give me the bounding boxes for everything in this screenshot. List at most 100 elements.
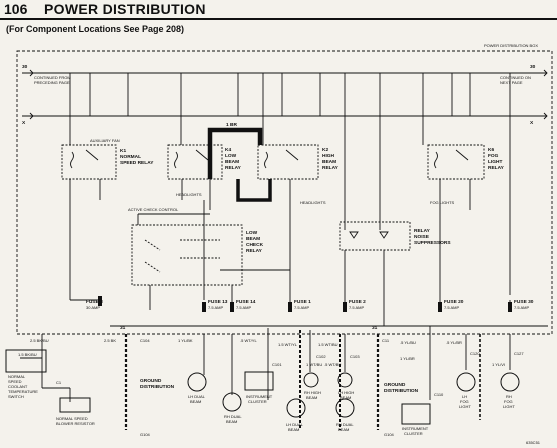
connector-c103: C103	[350, 354, 360, 359]
fuse-20-name: FUSE 20	[444, 299, 464, 305]
lh-dual-beam2-line1: LH DUAL	[286, 422, 304, 427]
lh-dual-beam-lamp-2	[286, 398, 306, 418]
noise-line3: SUPPRESSORS	[414, 240, 451, 246]
connector-c11a: C11	[382, 338, 390, 343]
subtitle: (For Component Locations See Page 208)	[6, 24, 185, 34]
headlights-label-2: HEADLIGHTS	[300, 200, 326, 205]
lh-fog-line1: LH	[462, 394, 467, 399]
noise-line1: RELAY	[414, 228, 431, 234]
bus-31-label-right: 31	[372, 325, 378, 331]
temp-switch-line3: COOLANT	[8, 384, 28, 389]
check-relay-line4: RELAY	[246, 248, 263, 254]
temp-switch-line4: TEMPERATURE	[8, 389, 38, 394]
ground-dist-line1: GROUND	[140, 378, 162, 384]
ground-g104-right: G104	[384, 432, 395, 437]
fuse-2-name: FUSE 2	[349, 299, 366, 305]
connector-c120: C120	[470, 351, 480, 356]
bus-x-label-left: X	[22, 120, 26, 126]
lh-high-beam-line1: LH HIGH	[338, 390, 354, 395]
page-code: 635C51	[526, 440, 541, 445]
blower-line2: BLOWER RESISTOR	[56, 421, 95, 426]
relay-k1-line3: SPEED RELAY	[120, 160, 154, 166]
cluster-line1: INSTRUMENT	[246, 394, 273, 399]
continued-on-1: CONTINUED ON	[500, 75, 531, 80]
bus-30-label-right: 30	[530, 64, 536, 70]
relay-k6-box	[427, 144, 485, 180]
temp-switch-line2: SPEED	[8, 379, 22, 384]
arrow-right-x	[536, 112, 548, 120]
connector-c127: C127	[514, 351, 524, 356]
arrow-right-30	[536, 69, 548, 77]
rh-dual-beam2-line1: RH DUAL	[336, 422, 354, 427]
wire-1ylvi: 1 YL/VI	[492, 362, 505, 367]
relay-k4-id: K4	[225, 147, 231, 153]
rh-high-beam-line2: BEAM	[306, 395, 317, 400]
lh-high-beam-line2: BEAM	[340, 395, 351, 400]
ground-dist2-line2: DISTRIBUTION	[384, 388, 419, 394]
lh-dual-beam2-line2: BEAM	[288, 427, 299, 432]
fuse-30-amp: 7.5 AMP	[514, 305, 529, 310]
connector-c104: C104	[140, 338, 150, 343]
fuse-20-amp: 7.5 AMP	[444, 305, 459, 310]
fuse-2-amp: 7.5 AMP	[349, 305, 364, 310]
fuse-1-mark	[288, 302, 292, 312]
fuse-1-name: FUSE 1	[294, 299, 311, 305]
lh-dual-beam-line1: LH DUAL	[188, 394, 206, 399]
fuse-3-name: FUSE 3	[86, 299, 103, 305]
rh-dual-beam-lamp	[222, 392, 242, 412]
relay-k6-id: K6	[488, 147, 494, 153]
wire-5wtyl: .5 WT/YL	[240, 338, 257, 343]
page-number: 106	[4, 1, 28, 17]
cluster-line2: CLUSTER	[248, 399, 267, 404]
check-relay-line3: CHECK	[246, 242, 264, 248]
fuse-30-name: FUSE 30	[514, 299, 534, 305]
wire-5wtbu: .5 WT/BU	[324, 362, 341, 367]
fuse-1-amp: 7.5 AMP	[294, 305, 309, 310]
highlight-wire-1br	[207, 127, 263, 179]
connector-c110: C110	[434, 392, 444, 397]
wire-25bkbu: 2.5 BK/BU	[30, 338, 49, 343]
relay-k2-line4: RELAY	[322, 165, 339, 171]
fuse-3-amp: 30 AMP	[86, 305, 100, 310]
temp-switch-line1: NORMAL	[8, 374, 26, 379]
fuse-14-mark	[230, 302, 234, 312]
instrument-cluster-box-2	[401, 403, 431, 425]
rh-fog-lamp	[500, 372, 520, 392]
wire-1ylbr: 1 YL/BR	[400, 356, 415, 361]
fuse-30-mark	[508, 302, 512, 312]
rh-dual-beam-line1: RH DUAL	[224, 414, 242, 419]
cluster2-line1: INSTRUMENT	[402, 426, 429, 431]
lh-fog-lamp	[456, 372, 476, 392]
lh-dual-beam-line2: BEAM	[190, 399, 201, 404]
page-title: POWER DISTRIBUTION	[44, 1, 206, 17]
cluster2-line2: CLUSTER	[404, 431, 423, 436]
relay-k4-line3: BEAM	[225, 159, 239, 165]
noise-line2: NOISE	[414, 234, 430, 240]
connector-c1: C1	[56, 380, 62, 385]
ground-dist-line2: DISTRIBUTION	[140, 384, 175, 390]
headlights-label-1: HEADLIGHTS	[176, 192, 202, 197]
wire-1wtbu: 1 WT/BU	[306, 362, 322, 367]
connector-c102: C102	[316, 354, 326, 359]
bus-31-label-left: 31	[120, 325, 126, 331]
relay-k1-line2: NORMAL	[120, 154, 141, 160]
relay-k4-box	[167, 144, 223, 180]
fog-lights-label: FOG LIGHTS	[430, 200, 455, 205]
wire-15wtyl: 1.5 WT/YL	[278, 342, 298, 347]
temp-switch-box	[5, 349, 47, 373]
relay-k6-line3: LIGHT	[488, 159, 502, 165]
rh-high-beam-line1: RH HIGH	[304, 390, 321, 395]
rh-fog-line1: RH	[506, 394, 512, 399]
fuse-3-mark	[98, 296, 102, 306]
relay-k4-line2: LOW	[225, 153, 237, 159]
bus-x-label-right: X	[530, 120, 534, 126]
wire-1br-label: 1 BR	[226, 122, 237, 128]
fuse-14-amp: 7.5 AMP	[236, 305, 251, 310]
active-check-label: ACTIVE CHECK CONTROL	[128, 207, 179, 212]
wire-5ylbu: .5 YL/BU	[400, 340, 416, 345]
continued-on-2: NEXT PAGE	[500, 80, 523, 85]
auxiliary-fan-label: AUXILIARY FAN	[90, 138, 120, 143]
lh-fog-line3: LIGHT	[459, 404, 471, 409]
fuse-13-amp: 7.5 AMP	[208, 305, 223, 310]
